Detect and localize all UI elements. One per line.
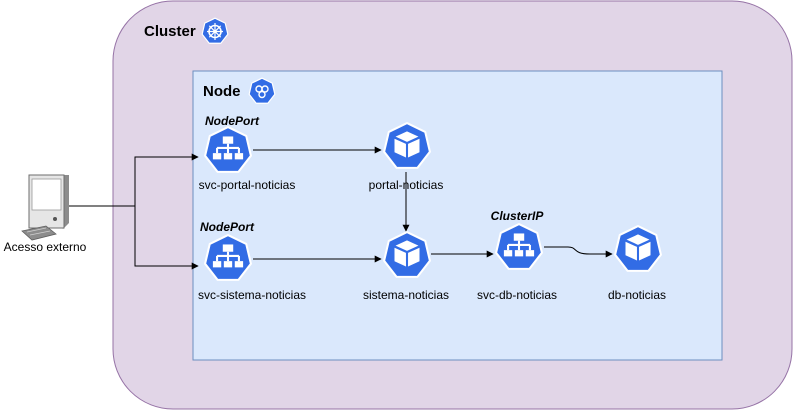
edge-external-to-svc-portal	[69, 153, 199, 207]
svc-portal-service-icon	[205, 127, 251, 172]
cluster-title: Cluster	[144, 23, 196, 40]
sistema-pod-label: sistema-noticias	[363, 288, 449, 302]
svc-db-label: svc-db-noticias	[477, 288, 557, 302]
db-pod-label: db-noticias	[608, 288, 666, 302]
edge-external-to-svc-sistema	[134, 206, 199, 270]
svc-db-service-icon	[496, 224, 542, 269]
svc-portal-type-label: NodePort	[205, 114, 260, 128]
sistema-pod-icon	[384, 232, 430, 277]
kubernetes-node-icon	[248, 77, 276, 104]
svc-sistema-type-label: NodePort	[200, 220, 255, 234]
node-container	[192, 70, 723, 361]
svc-db-type-label: ClusterIP	[491, 209, 545, 223]
svc-portal-label: svc-portal-noticias	[199, 178, 296, 192]
kubernetes-wheel-icon	[201, 17, 229, 44]
svc-sistema-label: svc-sistema-noticias	[198, 288, 306, 302]
node-title: Node	[203, 83, 241, 100]
edge-svc-db-to-pod-db	[544, 246, 613, 258]
db-pod-icon	[615, 226, 661, 271]
portal-pod-label: portal-noticias	[369, 178, 444, 192]
svc-sistema-service-icon	[205, 235, 251, 280]
portal-pod-icon	[384, 123, 430, 168]
external-access-label: Acesso externo	[4, 240, 87, 254]
computer-icon	[21, 174, 69, 241]
